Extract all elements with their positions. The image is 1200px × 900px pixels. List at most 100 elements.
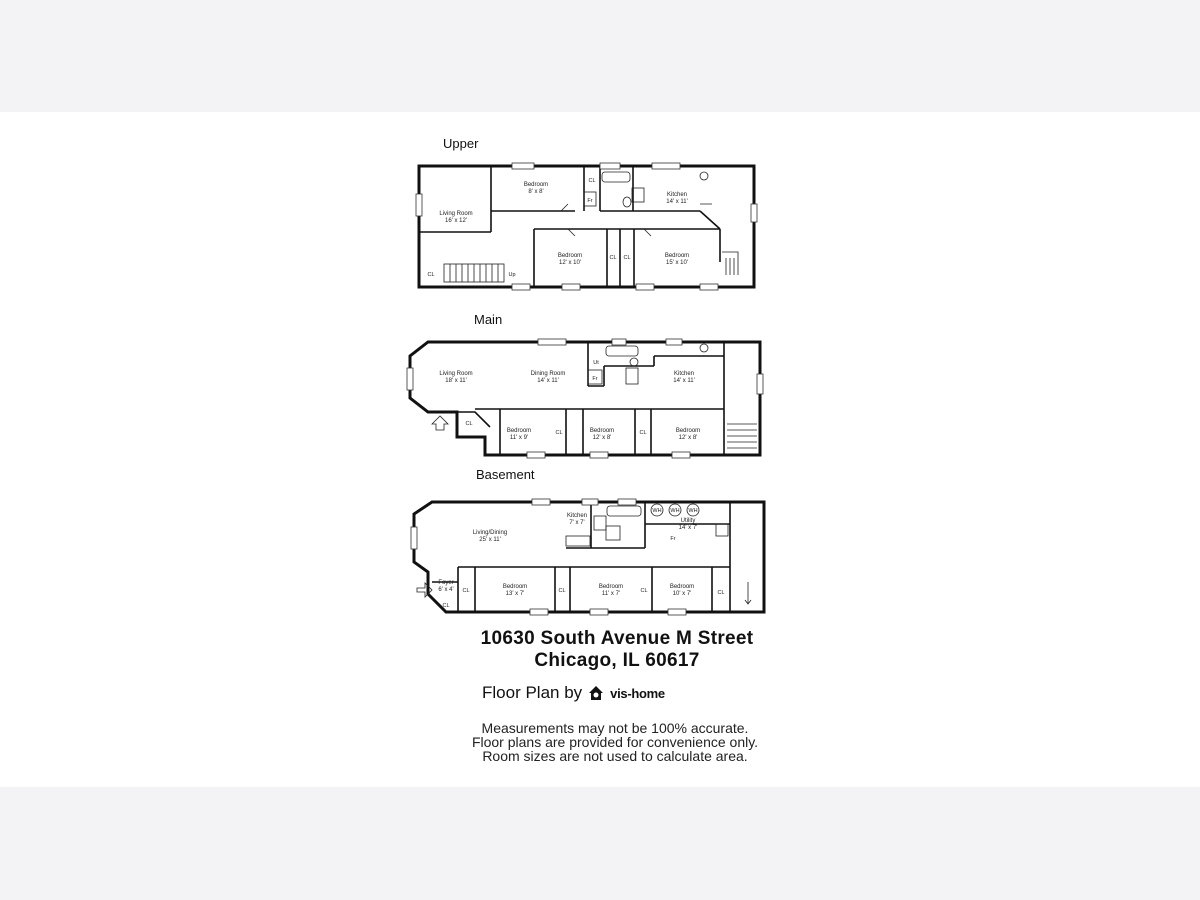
upper-floor-title: Upper: [443, 136, 479, 151]
upper-window: [511, 162, 535, 170]
main-window: [756, 373, 764, 395]
main-closet-mark: CL: [639, 430, 646, 436]
floor-plan-credit: Floor Plan by vis-home: [482, 683, 665, 703]
upper-living-room-label: Living Room: [439, 211, 472, 217]
main-living-room-size: 18' x 11': [445, 378, 467, 384]
basement-closet-mark: CL: [558, 588, 565, 594]
main-dining-room-label: Dining Room: [531, 371, 566, 377]
basement-sink: [605, 525, 621, 541]
disclaimer-line-1: Measurements may not be 100% accurate.: [481, 720, 749, 736]
upper-window: [750, 203, 758, 223]
main-fridge-mark: Fr: [592, 376, 597, 382]
upper-window: [651, 162, 681, 170]
upper-window: [511, 283, 531, 291]
floor-plan-drawing: Living Room 16' x 12' Bedroom 8' x 8' Ki…: [406, 162, 766, 616]
main-bedroom1-size: 11' x 9': [510, 435, 528, 441]
water-heater-mark: WH: [670, 508, 679, 514]
main-bedroom1-label: Bedroom: [507, 428, 531, 434]
basement-core-walls: [566, 502, 731, 612]
basement-kitchen-label: Kitchen: [567, 513, 587, 519]
main-closet-mark: CL: [555, 430, 562, 436]
main-stove: [625, 367, 639, 385]
upper-toilet: [622, 196, 632, 208]
main-closet-mark: CL: [465, 421, 472, 427]
main-utility-mark: Ut: [593, 360, 599, 366]
basement-bathtub: [606, 505, 642, 517]
upper-floor-plan: Living Room 16' x 12' Bedroom 8' x 8' Ki…: [415, 162, 758, 291]
upper-bedroom1-label: Bedroom: [524, 182, 548, 188]
basement-bedroom-walls: [457, 566, 730, 612]
basement-bedroom2-size: 11' x 7': [602, 591, 620, 597]
main-stairs: [727, 423, 757, 449]
main-bedroom-walls: [475, 408, 725, 455]
main-entry-arrow: [431, 415, 449, 431]
main-kitchen-label: Kitchen: [674, 371, 694, 377]
basement-floor-plan: WH WH WH Living/Dining 25' x 11' Kitchen…: [410, 498, 766, 616]
upper-bedroom1-size: 8' x 8': [528, 189, 543, 195]
main-window: [665, 338, 683, 346]
floor-plan-sheet: Upper Main Basement: [0, 112, 1200, 787]
main-window: [526, 451, 546, 459]
basement-counter: [565, 535, 591, 547]
upper-door-swings: [560, 203, 712, 237]
main-bay-window: [406, 367, 414, 391]
address-line-2: Chicago, IL 60617: [534, 650, 700, 671]
upper-kitchen-label: Kitchen: [667, 192, 687, 198]
upper-outer-wall: [417, 164, 756, 289]
main-outer-wall: [408, 340, 762, 457]
basement-bedroom3-label: Bedroom: [670, 584, 694, 590]
main-floor-title: Main: [474, 312, 503, 327]
basement-window: [581, 498, 599, 506]
main-bathtub: [605, 345, 639, 357]
basement-closet-mark: CL: [442, 603, 449, 609]
basement-window: [589, 608, 609, 616]
upper-bedroom2-label: Bedroom: [558, 253, 582, 259]
upper-window: [599, 162, 621, 170]
vis-home-brand: vis-home: [610, 685, 665, 701]
upper-stairs: [443, 251, 739, 283]
main-sink: [629, 357, 639, 367]
upper-stair-mark: Up: [508, 272, 515, 278]
basement-fridge-mark: Fr: [670, 536, 675, 542]
upper-bedroom3-label: Bedroom: [665, 253, 689, 259]
basement-window: [667, 608, 687, 616]
basement-window: [529, 608, 549, 616]
basement-entry-arrow: [416, 582, 433, 598]
basement-utility-label: Utility: [681, 518, 696, 524]
upper-closet-mark: CL: [588, 178, 595, 184]
main-floor-plan: Living Room 18' x 11' Dining Room 14' x …: [406, 338, 764, 459]
upper-fridge: [583, 191, 597, 207]
basement-bedroom2-label: Bedroom: [599, 584, 623, 590]
main-window: [611, 338, 627, 346]
basement-stair-arrow: [744, 582, 752, 605]
basement-floor-title: Basement: [476, 467, 535, 482]
disclaimer: Measurements may not be 100% accurate. F…: [440, 721, 790, 763]
basement-window: [531, 498, 551, 506]
upper-window: [415, 193, 423, 217]
main-core-walls: [587, 342, 725, 409]
main-bedroom3-label: Bedroom: [676, 428, 700, 434]
upper-sink: [699, 171, 709, 181]
water-heater-mark: WH: [688, 508, 697, 514]
main-dining-room-size: 14' x 11': [537, 378, 559, 384]
basement-bedroom1-label: Bedroom: [503, 584, 527, 590]
basement-closet-mark: CL: [462, 588, 469, 594]
upper-window: [635, 283, 655, 291]
upper-bath-wall: [600, 166, 700, 212]
upper-kitchen-wall: [699, 210, 721, 230]
basement-bay-window: [410, 526, 418, 550]
basement-bedroom3-size: 10' x 7': [673, 591, 692, 597]
upper-closet-mark: CL: [623, 255, 630, 261]
water-heater-mark: WH: [652, 508, 661, 514]
main-living-room-label: Living Room: [439, 371, 472, 377]
upper-bathtub: [601, 171, 631, 183]
upper-bedroom2-size: 12' x 10': [559, 260, 581, 266]
basement-bedroom1-size: 13' x 7': [506, 591, 525, 597]
upper-kitchen-size: 14' x 11': [666, 199, 688, 205]
basement-kitchen-size: 7' x 7': [569, 520, 584, 526]
basement-closet-mark: CL: [640, 588, 647, 594]
basement-living-dining-label: Living/Dining: [473, 530, 507, 536]
main-window: [537, 338, 567, 346]
vis-home-logo-icon: [588, 685, 604, 701]
upper-window: [699, 283, 719, 291]
